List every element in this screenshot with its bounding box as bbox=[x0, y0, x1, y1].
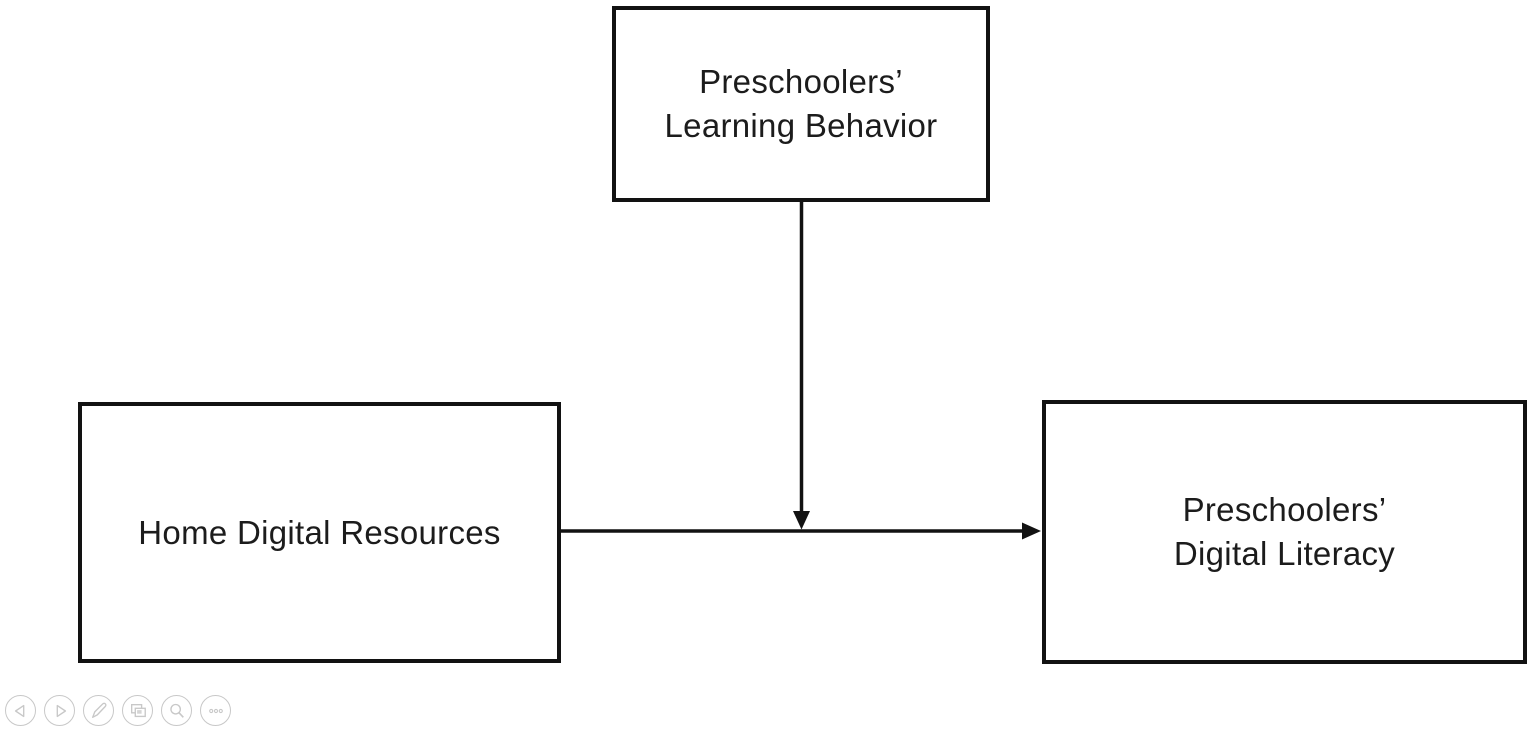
pen-button[interactable] bbox=[83, 695, 114, 726]
next-slide-button[interactable] bbox=[44, 695, 75, 726]
previous-slide-icon bbox=[14, 704, 24, 717]
node-label-line: Learning Behavior bbox=[664, 107, 938, 144]
node-preschoolers-learning-behavior: Preschoolers’ Learning Behavior bbox=[612, 6, 990, 202]
edge-learning-behavior-to-junction-arrow bbox=[793, 202, 810, 530]
node-preschoolers-digital-literacy: Preschoolers’ Digital Literacy bbox=[1042, 400, 1527, 664]
see-all-slides-button[interactable] bbox=[122, 695, 153, 726]
zoom-slide-button[interactable] bbox=[161, 695, 192, 726]
zoom-slide-icon bbox=[169, 703, 184, 718]
more-options-icon bbox=[208, 708, 223, 713]
more-options-button[interactable] bbox=[200, 695, 231, 726]
previous-slide-button[interactable] bbox=[5, 695, 36, 726]
node-home-digital-resources: Home Digital Resources bbox=[78, 402, 561, 663]
see-all-slides-icon bbox=[130, 703, 146, 717]
next-slide-icon bbox=[56, 704, 66, 717]
node-label-line: Digital Literacy bbox=[1173, 535, 1396, 572]
node-label-line: Preschoolers’ bbox=[1182, 491, 1387, 528]
presentation-controls bbox=[5, 695, 231, 726]
node-label-line: Home Digital Resources bbox=[138, 513, 501, 551]
edge-home-resources-to-digital-literacy-arrow bbox=[560, 522, 1041, 540]
pen-icon bbox=[91, 702, 107, 718]
node-label-line: Preschoolers’ bbox=[699, 63, 903, 100]
